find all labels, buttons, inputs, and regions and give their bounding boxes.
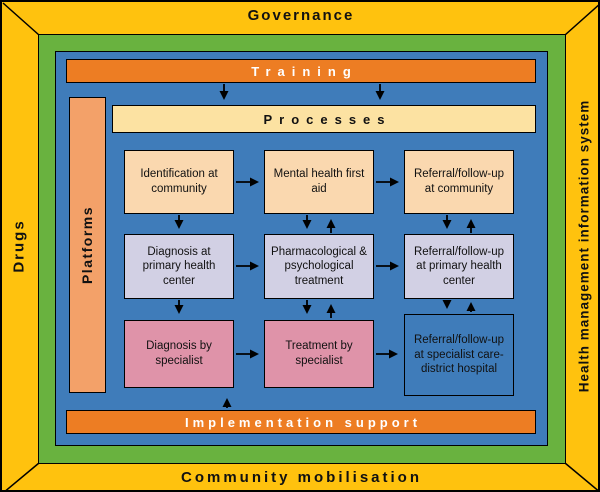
platforms-bar: Platforms [69,97,106,393]
community-mobilisation-label: Community mobilisation [180,469,422,486]
box-identification-community: Identification at community [124,150,234,214]
box-mental-health-first-aid: Mental health first aid [264,150,374,214]
governance-label: Governance [247,7,355,24]
processes-bar: Processes [112,105,536,133]
training-bar: Training [66,59,536,83]
blue-panel: Training Platforms Processes Identificat… [55,51,548,446]
box-treatment-specialist: Treatment by specialist [264,320,374,388]
hmis-label: Health management information system [576,99,592,393]
drugs-label: Drugs [10,219,28,273]
implementation-support-bar: Implementation support [66,410,536,434]
box-pharma-psych-treatment: Pharmacological & psychological treatmen… [264,234,374,299]
box-referral-specialist: Referral/follow-up at specialist care-di… [404,314,514,396]
platforms-label: Platforms [79,205,96,285]
box-diagnosis-specialist: Diagnosis by specialist [124,320,234,388]
box-referral-primary: Referral/follow-up at primary health cen… [404,234,514,299]
box-referral-community: Referral/follow-up at community [404,150,514,214]
green-frame: Training Platforms Processes Identificat… [38,34,566,464]
box-diagnosis-primary: Diagnosis at primary health center [124,234,234,299]
